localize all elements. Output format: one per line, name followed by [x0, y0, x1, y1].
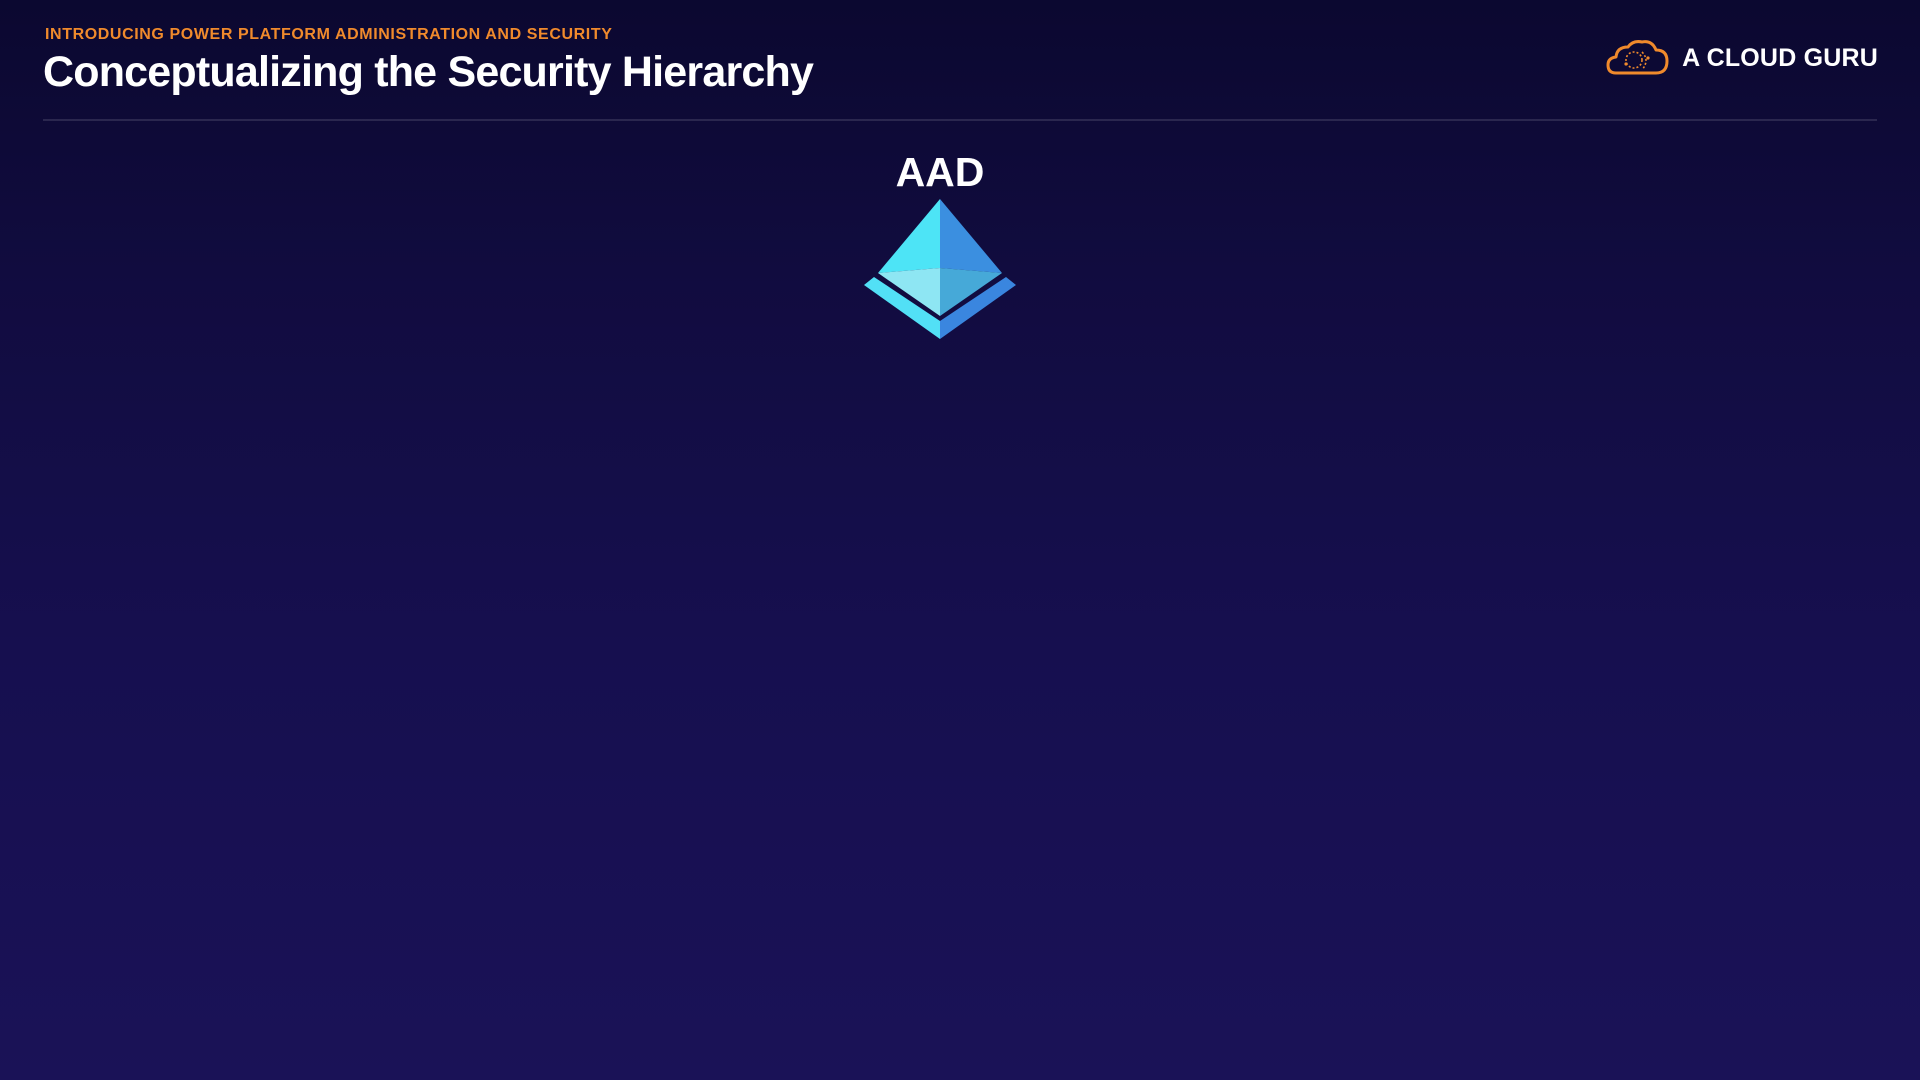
node-label: AAD: [895, 149, 985, 195]
cloud-logo-icon: [1606, 40, 1669, 75]
brand: A CLOUD GURU: [1606, 38, 1878, 78]
course-eyebrow: INTRODUCING POWER PLATFORM ADMINISTRATIO…: [45, 26, 613, 43]
brand-name: A CLOUD GURU: [1682, 43, 1878, 72]
hierarchy-node-aad: AAD: [840, 152, 1040, 339]
page-title: Conceptualizing the Security Hierarchy: [43, 48, 814, 96]
azure-active-directory-icon: [864, 199, 1016, 339]
header-divider: [43, 119, 1877, 121]
